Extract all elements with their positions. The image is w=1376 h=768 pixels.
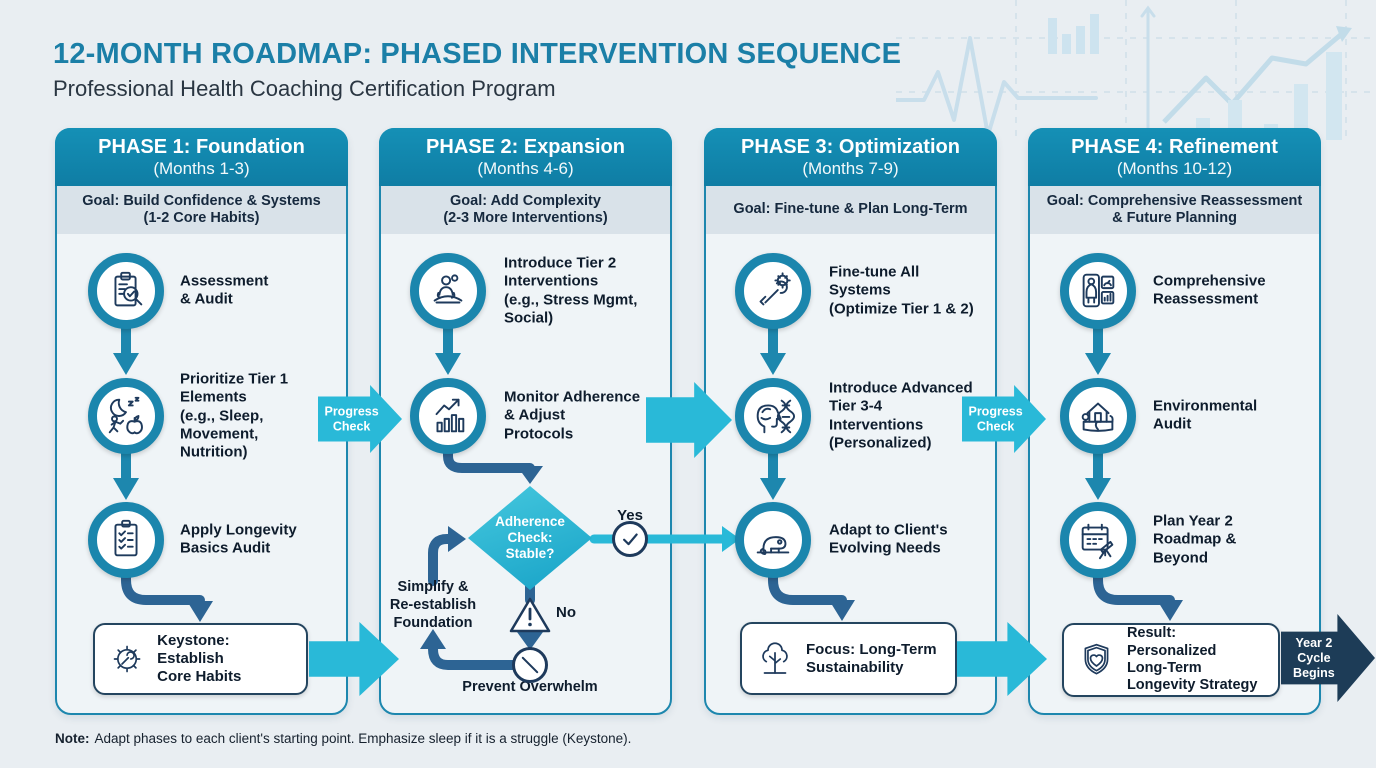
page-subtitle: Professional Health Coaching Certificati… bbox=[53, 76, 556, 101]
phase-4-goal: Goal: Comprehensive Reassessment & Futur… bbox=[1030, 186, 1319, 234]
prohibition-icon bbox=[512, 647, 548, 683]
ekg-line-decoration bbox=[896, 36, 1098, 137]
sleep-movement-nutrition-icon bbox=[108, 396, 143, 435]
tools-icon bbox=[759, 272, 791, 306]
phase-1-months: (Months 1-3) bbox=[153, 158, 250, 178]
yes-label: Yes bbox=[617, 507, 643, 524]
note-label: Note: bbox=[55, 731, 90, 746]
year-2-label: Year 2 Cycle Begins bbox=[1293, 635, 1335, 680]
step-label: Monitor Adherence & Adjust Protocols bbox=[504, 388, 641, 443]
gear-wrench-icon bbox=[113, 645, 141, 673]
shield-heart-icon bbox=[1084, 643, 1109, 675]
check-circle-icon bbox=[612, 521, 648, 557]
phase-2-goal: Goal: Add Complexity (2-3 More Intervent… bbox=[381, 186, 670, 234]
chart-up-icon bbox=[435, 398, 465, 433]
sustainability-label: Focus: Long-Term Sustainability bbox=[806, 640, 937, 676]
keystone-label: Keystone: Establish Core Habits bbox=[157, 632, 242, 685]
sustainability-box: Focus: Long-Term Sustainability bbox=[740, 622, 957, 695]
step-label: Comprehensive Reassessment bbox=[1153, 272, 1266, 308]
step-circle bbox=[1060, 253, 1136, 329]
step-label: Introduce Advanced Tier 3-4 Intervention… bbox=[829, 379, 973, 452]
progress-check-label: Progress Check bbox=[324, 404, 379, 433]
result-box: Result: Personalized Long-Term Longevity… bbox=[1062, 623, 1280, 697]
phase-3-header: PHASE 3: Optimization (Months 7-9) bbox=[704, 128, 997, 186]
step-circle bbox=[735, 378, 811, 454]
body-scan-icon bbox=[1082, 273, 1115, 308]
step-circle bbox=[410, 378, 486, 454]
step-circle bbox=[88, 253, 164, 329]
checklist-icon bbox=[114, 519, 138, 557]
step-label: Plan Year 2 Roadmap & Beyond bbox=[1153, 512, 1237, 567]
step-circle bbox=[735, 502, 811, 578]
phase-3-title: PHASE 3: Optimization bbox=[741, 135, 960, 158]
step-circle bbox=[1060, 502, 1136, 578]
phase-4-column: PHASE 4: Refinement (Months 10-12) Goal:… bbox=[1028, 128, 1321, 715]
meditation-icon bbox=[433, 274, 463, 304]
step-label: Introduce Tier 2 Interventions (e.g., St… bbox=[504, 254, 638, 327]
phase-1-header: PHASE 1: Foundation (Months 1-3) bbox=[55, 128, 348, 186]
prevent-overwhelm-label: Prevent Overwhelm bbox=[462, 679, 598, 695]
step-circle bbox=[88, 378, 164, 454]
phase-1-goal: Goal: Build Confidence & Systems (1-2 Co… bbox=[57, 186, 346, 234]
phase-2-months: (Months 4-6) bbox=[477, 158, 574, 178]
step-circle bbox=[410, 253, 486, 329]
step-label: Assessment & Audit bbox=[180, 272, 269, 308]
step-label: Environmental Audit bbox=[1153, 397, 1258, 433]
step-circle bbox=[1060, 378, 1136, 454]
phase-1-column: PHASE 1: Foundation (Months 1-3) Goal: B… bbox=[55, 128, 348, 715]
step-label: Prioritize Tier 1 Elements (e.g., Sleep,… bbox=[180, 370, 289, 461]
phase-3-goal: Goal: Fine-tune & Plan Long-Term bbox=[706, 186, 995, 234]
no-label: No bbox=[556, 604, 576, 621]
step-circle bbox=[88, 502, 164, 578]
calendar-telescope-icon bbox=[1081, 523, 1114, 560]
phase-2-title: PHASE 2: Expansion bbox=[426, 135, 625, 158]
step-label: Apply Longevity Basics Audit bbox=[180, 521, 297, 557]
environment-icon bbox=[1081, 402, 1114, 432]
decision-label: Adherence Check: Stable? bbox=[495, 513, 565, 562]
warning-icon bbox=[508, 596, 552, 639]
clipboard-magnifier-icon bbox=[114, 271, 143, 307]
keystone-box: Keystone: Establish Core Habits bbox=[93, 623, 308, 695]
phase-4-header: PHASE 4: Refinement (Months 10-12) bbox=[1028, 128, 1321, 186]
phase-1-title: PHASE 1: Foundation bbox=[98, 135, 305, 158]
step-label: Adapt to Client's Evolving Needs bbox=[829, 521, 948, 557]
simplify-label: Simplify & Re-establish Foundation bbox=[389, 579, 477, 632]
phase-2-header: PHASE 2: Expansion (Months 4-6) bbox=[379, 128, 672, 186]
note: Note: Adapt phases to each client's start… bbox=[55, 731, 631, 746]
step-circle bbox=[735, 253, 811, 329]
phase-4-title: PHASE 4: Refinement bbox=[1071, 135, 1278, 158]
phase-4-months: (Months 10-12) bbox=[1116, 158, 1233, 178]
progress-check-label: Progress Check bbox=[968, 404, 1023, 433]
brain-dna-icon bbox=[756, 399, 796, 434]
chameleon-icon bbox=[756, 536, 790, 556]
mini-bars-decoration bbox=[1048, 14, 1099, 54]
phase-3-months: (Months 7-9) bbox=[802, 158, 899, 178]
page-title: 12-MONTH ROADMAP: PHASED INTERVENTION SE… bbox=[53, 38, 902, 70]
note-text: Adapt phases to each client's starting p… bbox=[94, 731, 632, 746]
tree-icon bbox=[762, 641, 788, 674]
step-label: Fine-tune All Systems (Optimize Tier 1 &… bbox=[829, 263, 974, 318]
result-label: Result: Personalized Long-Term Longevity… bbox=[1126, 625, 1258, 694]
